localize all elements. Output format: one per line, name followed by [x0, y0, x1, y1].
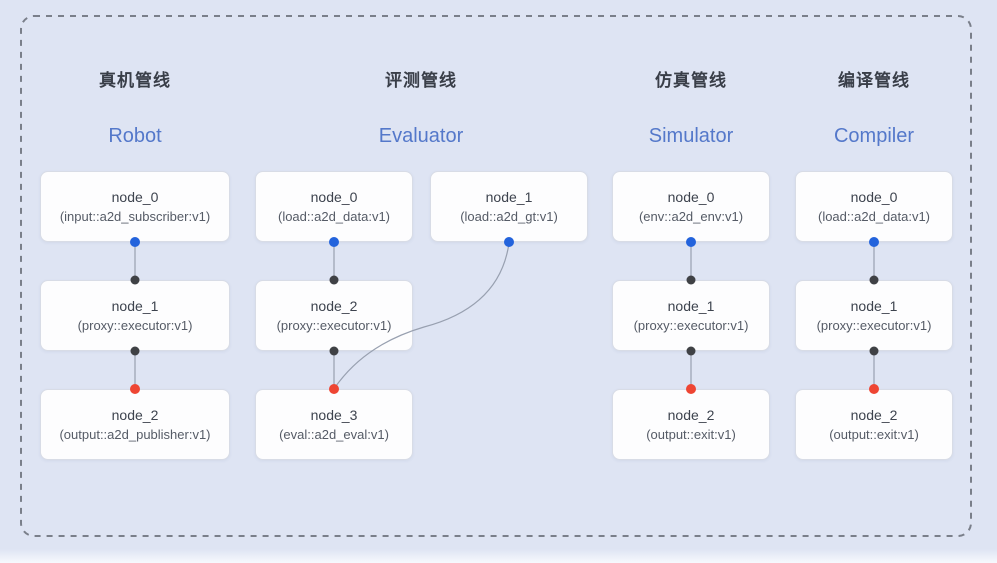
node-box-robot-node0: node_0 (input::a2d_subscriber:v1) [40, 171, 230, 242]
node-title: node_1 [667, 297, 715, 314]
node-box-robot-node1: node_1 (proxy::executor:v1) [40, 280, 230, 351]
node-title: node_1 [111, 297, 159, 314]
node-subtitle: (output::exit:v1) [829, 426, 919, 442]
node-subtitle: (proxy::executor:v1) [816, 317, 932, 333]
node-box-simulator-node0: node_0 (env::a2d_env:v1) [612, 171, 770, 242]
pipeline-title-en-evaluator: Evaluator [378, 125, 464, 147]
node-title: node_2 [111, 406, 159, 423]
node-title: node_1 [850, 297, 898, 314]
pipeline-title-en-compiler: Compiler [833, 125, 915, 147]
node-subtitle: (input::a2d_subscriber:v1) [59, 208, 211, 224]
node-box-evaluator-node0: node_0 (load::a2d_data:v1) [255, 171, 413, 242]
node-box-evaluator-node3: node_3 (eval::a2d_eval:v1) [255, 389, 413, 460]
node-title: node_2 [850, 406, 898, 423]
node-box-evaluator-node1: node_1 (load::a2d_gt:v1) [430, 171, 588, 242]
node-box-compiler-node0: node_0 (load::a2d_data:v1) [795, 171, 953, 242]
node-subtitle: (proxy::executor:v1) [633, 317, 749, 333]
node-title: node_0 [667, 188, 715, 205]
pipeline-title-zh-simulator: 仿真管线 [655, 71, 727, 90]
node-title: node_0 [850, 188, 898, 205]
node-title: node_0 [111, 188, 159, 205]
node-box-simulator-node2: node_2 (output::exit:v1) [612, 389, 770, 460]
node-box-evaluator-node2: node_2 (proxy::executor:v1) [255, 280, 413, 351]
pipeline-title-zh-robot: 真机管线 [99, 71, 171, 90]
node-subtitle: (env::a2d_env:v1) [638, 208, 744, 224]
node-subtitle: (proxy::executor:v1) [77, 317, 193, 333]
pipeline-title-en-simulator: Simulator [648, 125, 734, 147]
node-subtitle: (load::a2d_data:v1) [817, 208, 931, 224]
node-subtitle: (proxy::executor:v1) [276, 317, 392, 333]
node-subtitle: (load::a2d_data:v1) [277, 208, 391, 224]
node-subtitle: (output::a2d_publisher:v1) [59, 426, 211, 442]
node-title: node_1 [485, 188, 533, 205]
pipeline-title-zh-evaluator: 评测管线 [385, 71, 457, 90]
pipeline-title-en-robot: Robot [108, 125, 162, 147]
node-title: node_0 [310, 188, 358, 205]
node-title: node_2 [667, 406, 715, 423]
node-subtitle: (load::a2d_gt:v1) [460, 208, 558, 224]
node-subtitle: (eval::a2d_eval:v1) [279, 426, 389, 442]
node-box-compiler-node2: node_2 (output::exit:v1) [795, 389, 953, 460]
node-title: node_3 [310, 406, 358, 423]
node-subtitle: (output::exit:v1) [646, 426, 736, 442]
node-box-robot-node2: node_2 (output::a2d_publisher:v1) [40, 389, 230, 460]
node-title: node_2 [310, 297, 358, 314]
node-box-simulator-node1: node_1 (proxy::executor:v1) [612, 280, 770, 351]
pipeline-title-zh-compiler: 编译管线 [838, 71, 910, 90]
node-box-compiler-node1: node_1 (proxy::executor:v1) [795, 280, 953, 351]
